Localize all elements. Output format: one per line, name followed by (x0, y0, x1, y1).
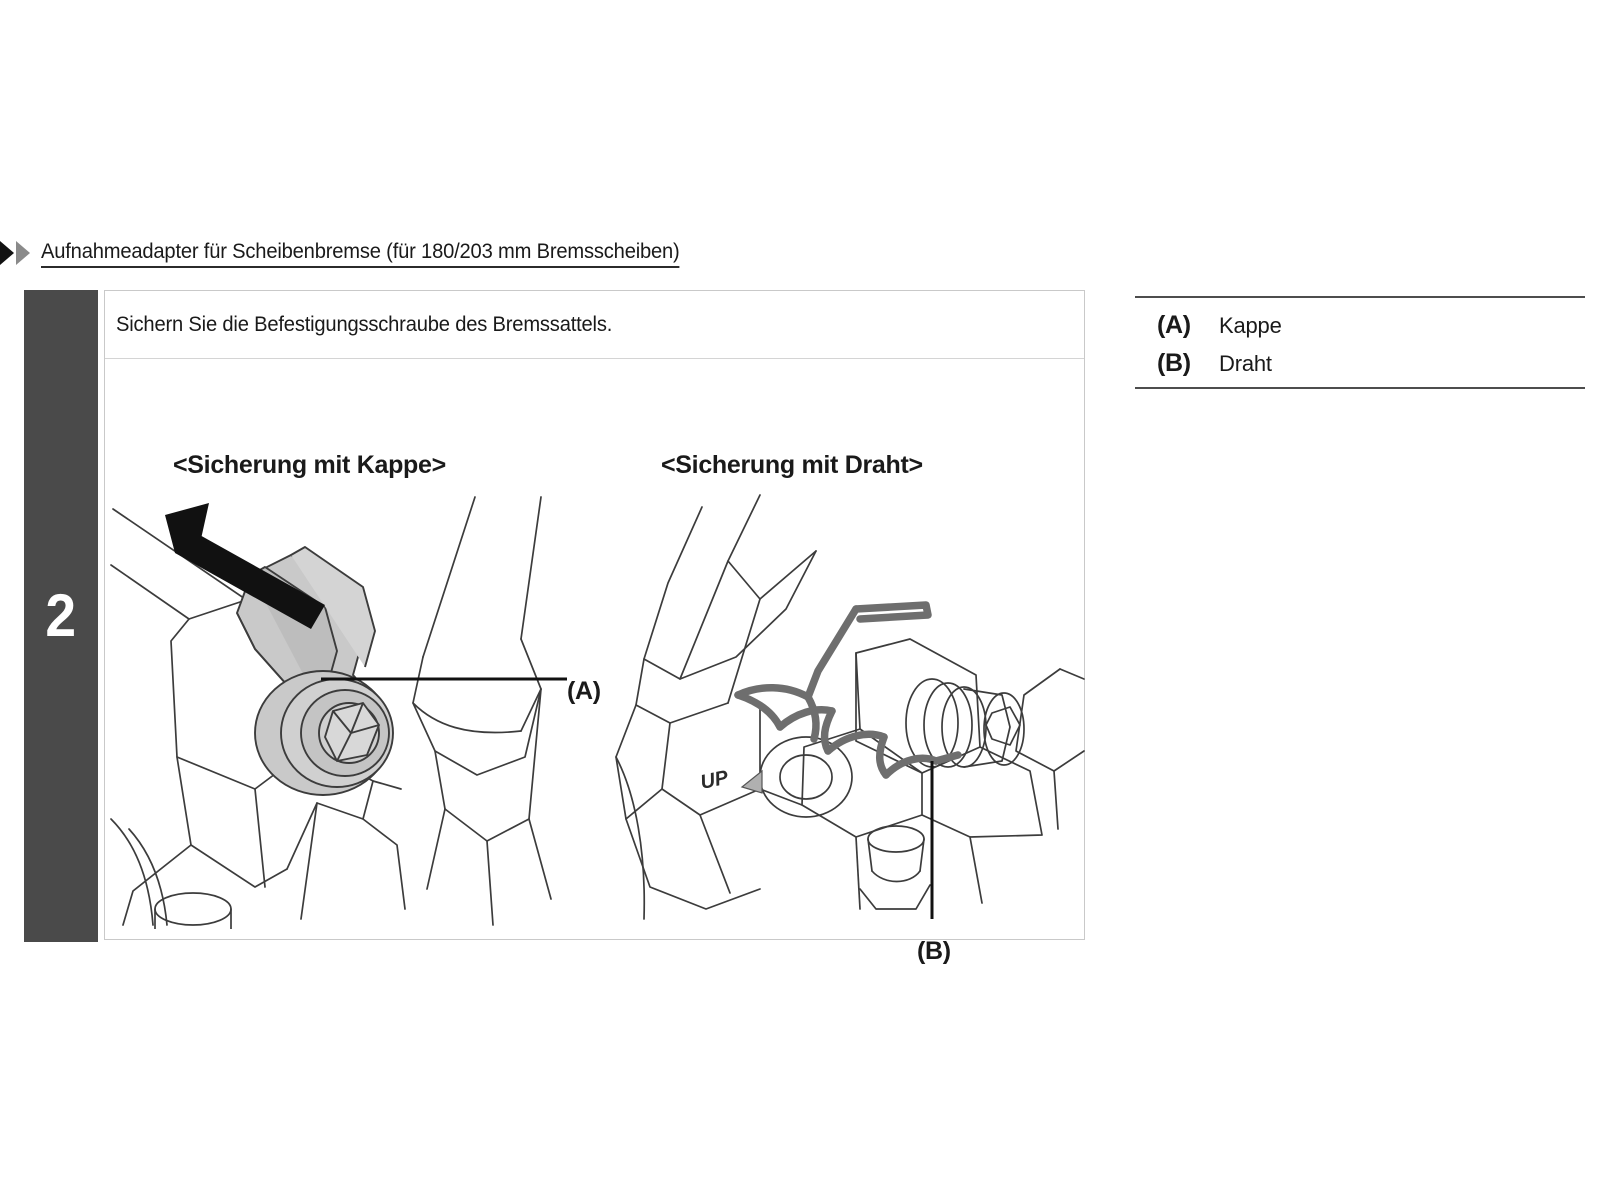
svg-text:UP: UP (698, 766, 730, 793)
legend-rule-bottom (1135, 387, 1585, 389)
step-instruction-row: Sichern Sie die Befestigungsschraube des… (105, 291, 1084, 359)
section-heading: Aufnahmeadapter für Scheibenbremse (für … (0, 232, 706, 268)
motion-arrow-up-left-icon (165, 503, 325, 629)
list-item: (A) Kappe (1157, 311, 1585, 340)
legend-label: Draht (1219, 351, 1272, 376)
triangle-right-gray-icon (16, 241, 30, 265)
step-instruction-text: Sichern Sie die Befestigungsschraube des… (116, 312, 613, 336)
list-item: (B) Draht (1157, 349, 1585, 378)
parts-legend: (A) Kappe (B) Draht (1135, 290, 1585, 389)
legend-key: (A) (1157, 311, 1191, 339)
triangle-right-black-icon (0, 241, 14, 265)
step-number: 2 (45, 582, 77, 649)
callout-label-a: (A) (567, 677, 601, 705)
illustration-cap-securing (110, 496, 567, 929)
illustration-area: <Sicherung mit Kappe> <Sicherung mit Dra… (105, 359, 1085, 965)
step-number-bar: 2 (24, 290, 98, 942)
illustration-caption-left: <Sicherung mit Kappe> (173, 451, 446, 479)
illustration-wire-securing: UP (615, 494, 1085, 920)
legend-label: Kappe (1219, 313, 1282, 338)
legend-rule-top (1135, 296, 1585, 298)
up-triangle-icon: UP (698, 766, 763, 794)
step-content-box: Sichern Sie die Befestigungsschraube des… (104, 290, 1085, 965)
section-heading-text: Aufnahmeadapter für Scheibenbremse (für … (41, 240, 680, 268)
callout-label-b: (B) (917, 937, 951, 965)
legend-item-list: (A) Kappe (B) Draht (1135, 298, 1585, 378)
illustration-caption-right: <Sicherung mit Draht> (661, 451, 923, 479)
legend-key: (B) (1157, 349, 1191, 377)
